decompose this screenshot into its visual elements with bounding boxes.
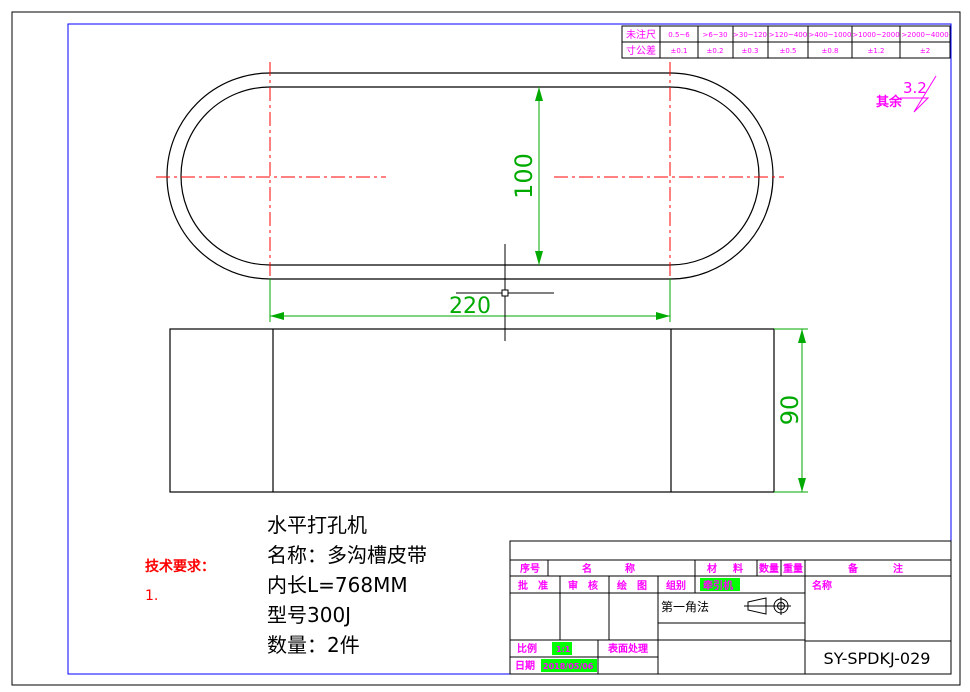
- dim-text-220: 220: [449, 294, 491, 319]
- tb-review: 审 核: [568, 579, 598, 592]
- tol-value: ±0.8: [822, 47, 839, 55]
- tol-row1-label: 未注尺: [626, 28, 656, 41]
- dimension-100: 100: [510, 87, 543, 265]
- scale-value-highlight: [552, 642, 572, 655]
- tb-projection: 第一角法: [661, 600, 709, 614]
- tb-qty: 数量: [759, 562, 779, 575]
- tb-remarks2: 注: [893, 562, 903, 575]
- tb-weight: 重量: [783, 562, 803, 575]
- tol-value: ±0.2: [707, 47, 724, 55]
- belt-inner-outline: [180, 86, 760, 266]
- tol-value: ±0.5: [780, 47, 797, 55]
- tol-value: ±0.3: [742, 47, 759, 55]
- note-name: 名称：多沟槽皮带: [267, 543, 427, 567]
- tb-group: 组别: [666, 579, 686, 592]
- first-angle-projection-icon: [744, 597, 791, 615]
- drawing-number: SY-SPDKJ-029: [824, 649, 931, 668]
- roughness-label: 其余: [876, 94, 903, 110]
- tb-scale-value: 1:1: [556, 645, 571, 654]
- tb-surface: 表面处理: [607, 642, 648, 655]
- tb-draw: 绘 图: [617, 579, 647, 592]
- crosshair-cursor-icon: [456, 244, 554, 341]
- dim-text-100: 100: [510, 153, 538, 199]
- center-lines: [156, 62, 784, 292]
- tb-remarks: 备: [847, 562, 859, 575]
- tb-part-name: 名称: [812, 579, 832, 592]
- outer-frame: [11, 11, 961, 686]
- note-inner-length: 内长L=768MM: [267, 573, 408, 597]
- tolerance-table: 未注尺 寸公差 0.5~6 >6~30 >30~120 >120~400 >40…: [621, 25, 951, 59]
- tol-value: ±1.2: [868, 47, 885, 55]
- drawing-notes: 水平打孔机 名称：多沟槽皮带 内长L=768MM 型号300J 数量：2件: [267, 510, 427, 660]
- dimension-90: 90: [774, 328, 808, 493]
- group-value-highlight: [700, 578, 740, 591]
- roughness-symbol: 其余 3.2: [876, 75, 937, 113]
- roughness-value: 3.2: [903, 79, 927, 97]
- belt-side-view: [169, 328, 775, 493]
- tb-name: 名: [582, 562, 592, 575]
- tb-group-value: 牵引机: [703, 579, 733, 592]
- tech-requirements-title: 技术要求：: [145, 559, 215, 575]
- tol-value: ±0.1: [671, 47, 688, 55]
- tb-material: 材: [707, 562, 717, 575]
- note-quantity: 数量：2件: [267, 633, 360, 657]
- dim-text-90: 90: [776, 395, 804, 426]
- tb-approve: 批 准: [518, 579, 548, 592]
- side-view-outline: [169, 328, 775, 493]
- belt-top-view: [166, 72, 774, 280]
- tb-material2: 料: [733, 562, 743, 575]
- tb-name2: 称: [625, 562, 635, 575]
- tol-range: >120~400: [769, 31, 807, 39]
- note-model: 型号300J: [267, 603, 352, 627]
- belt-outer-outline: [166, 72, 774, 280]
- tol-row2-label: 寸公差: [626, 44, 656, 57]
- title-block-text: 序号 名 称 材 料 数量 重量 备 注 批 准 审 核 绘 图 组别 牵引机 …: [515, 562, 903, 672]
- tb-scale-label: 比例: [517, 642, 537, 655]
- tb-date-value: 2018/05/06: [543, 662, 594, 671]
- tol-range: >30~120: [733, 31, 767, 39]
- tb-seq: 序号: [520, 562, 540, 575]
- tol-value: ±2: [920, 47, 930, 55]
- tol-range: 0.5~6: [668, 31, 690, 39]
- tech-requirements-item: 1.: [145, 588, 159, 604]
- dimension-220: 220: [269, 279, 671, 322]
- tb-date-label: 日期: [515, 659, 535, 672]
- date-value-highlight: [541, 659, 597, 672]
- tol-range: >6~30: [702, 31, 727, 39]
- tol-range: >1000~2000: [852, 31, 899, 39]
- note-machine: 水平打孔机: [267, 513, 367, 537]
- tol-range: >400~1000: [809, 31, 852, 39]
- title-block: [509, 540, 952, 675]
- tol-range: >2000~4000: [901, 31, 948, 39]
